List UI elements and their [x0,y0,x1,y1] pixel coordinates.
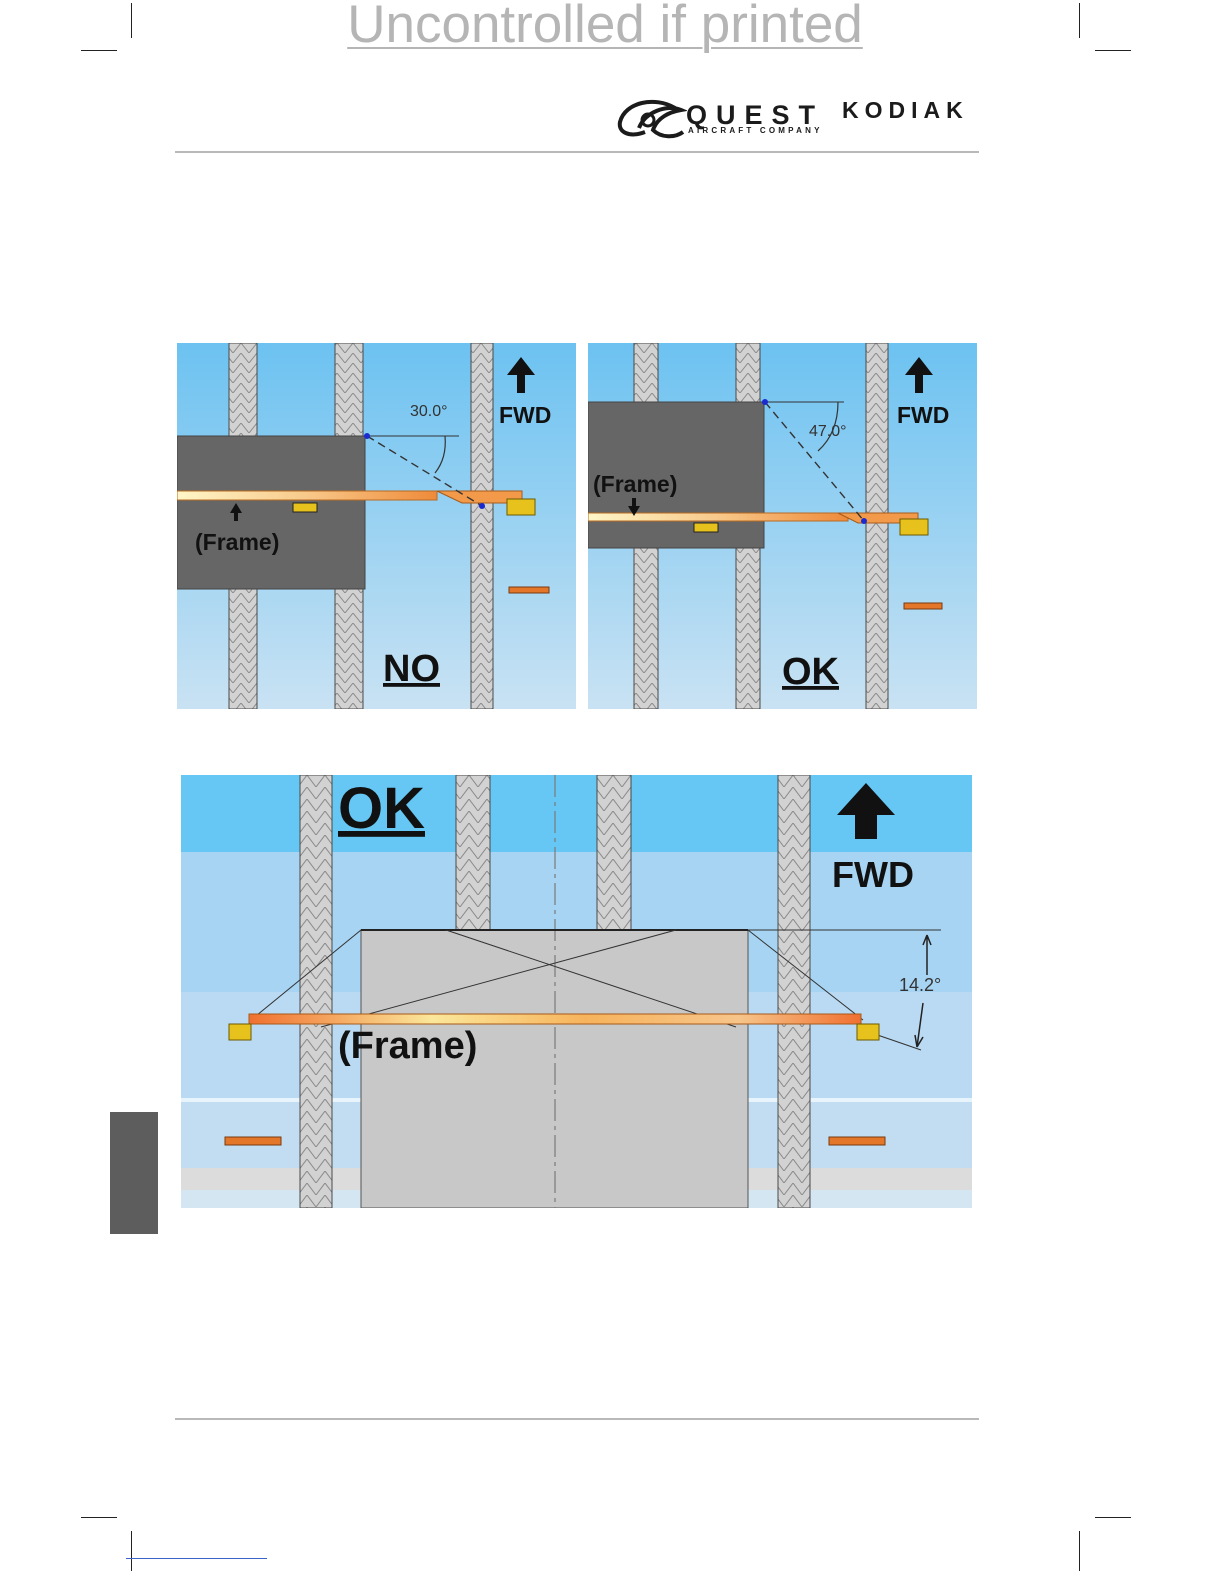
angle-label: 14.2° [899,975,941,995]
crop-mark [81,1517,117,1518]
frame-label: (Frame) [338,1025,477,1067]
verdict-label: OK [338,776,425,841]
chapter-tab [110,1112,158,1234]
buckle-fitting [694,523,718,532]
footer-rule [175,1418,979,1420]
tiedown-fitting [509,587,549,593]
angle-label: 30.0° [410,403,448,420]
uncontrolled-watermark: Uncontrolled if printed [0,0,1210,55]
brand-model: KODIAK [842,97,969,124]
footer-link-underline [126,1558,267,1559]
frame-arm [177,491,437,500]
brand-subtitle: AIRCRAFT COMPANY [688,126,823,135]
cargo-box [177,436,365,589]
fwd-label: FWD [499,402,551,428]
frame-arm [588,513,848,521]
latch-fitting [900,519,928,535]
figure-ok-a: 47.0° FWD (Frame) OK [588,343,977,709]
quest-logo-icon [615,98,687,142]
latch-fitting-left [229,1024,251,1040]
angle-label: 47.0° [809,423,847,440]
latch-fitting [507,499,535,515]
tiedown-fitting [904,603,942,609]
latch-fitting-right [857,1024,879,1040]
fwd-label: FWD [897,402,949,428]
frame-arm [249,1014,861,1024]
tiedown-fitting-right [829,1137,885,1145]
frame-label: (Frame) [593,471,677,497]
crop-mark [1079,1531,1080,1571]
fwd-label: FWD [832,854,914,895]
figure-no: 30.0° FWD (Frame) NO [177,343,576,709]
crop-mark [131,1531,132,1571]
buckle-fitting [293,503,317,512]
crop-mark [1095,1517,1131,1518]
verdict-label: NO [383,648,440,690]
verdict-label: OK [782,651,840,693]
header-rule [175,151,979,153]
tiedown-fitting-left [225,1137,281,1145]
figure-ok-b: 14.2° FWD (Frame) OK [181,775,972,1208]
frame-label: (Frame) [195,529,279,555]
